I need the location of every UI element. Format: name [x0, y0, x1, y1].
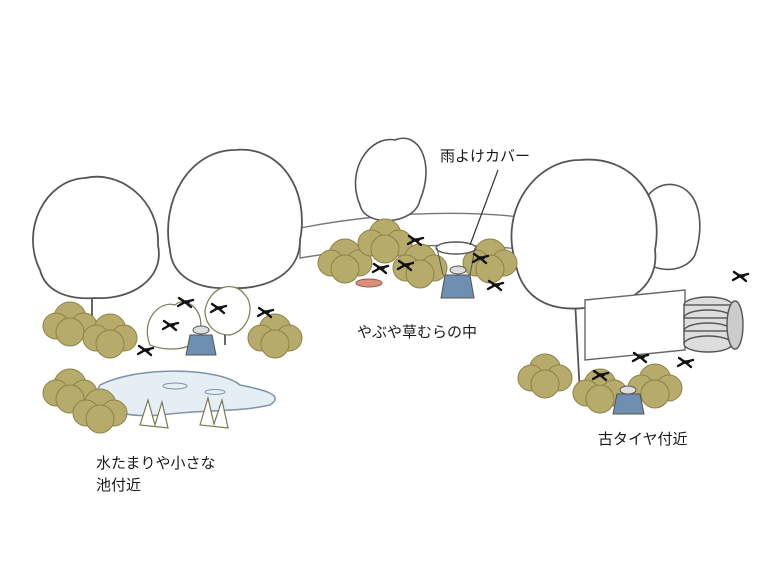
label-bushes: やぶや草むらの中	[357, 321, 477, 343]
label-puddle-line1: 水たまりや小さな	[96, 452, 216, 474]
wall-segment	[585, 290, 685, 360]
tire-icon	[684, 297, 743, 352]
label-old-tires: 古タイヤ付近	[598, 428, 688, 450]
label-rain-cover: 雨よけカバー	[440, 145, 530, 167]
label-puddle-line2: 池付近	[96, 474, 216, 496]
label-puddle: 水たまりや小さな 池付近	[96, 452, 216, 496]
